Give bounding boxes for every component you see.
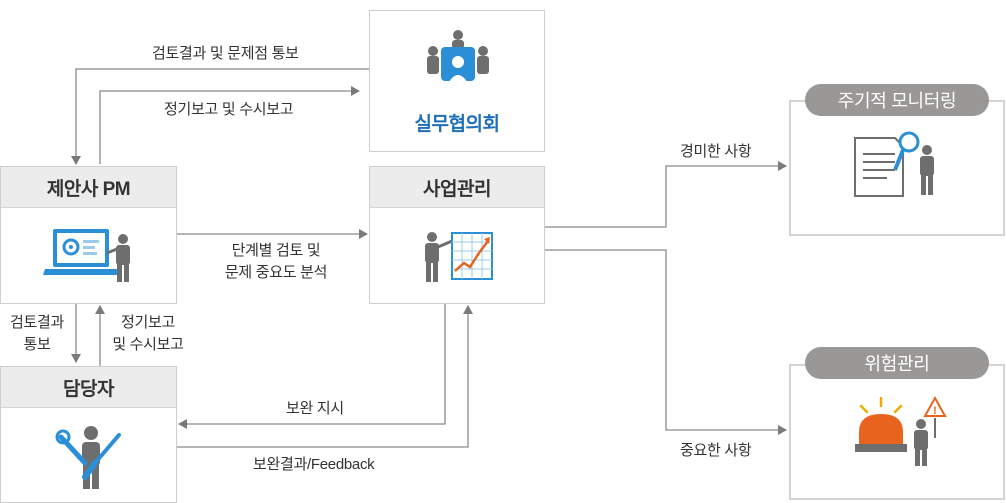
- arrow-business-to-monitoring: [545, 161, 787, 228]
- risk-box: !: [789, 364, 1005, 500]
- business-box: 사업관리: [369, 166, 545, 304]
- label-stage-review-line1: 단계별 검토 및: [231, 242, 321, 259]
- alarm-siren-icon: !: [855, 395, 947, 466]
- monitoring-title: 주기적 모니터링: [805, 84, 989, 116]
- label-regular-line2: 및 수시보고: [112, 336, 184, 353]
- label-stage-review: 단계별 검토 및 문제 중요도 분석: [196, 240, 356, 284]
- label-review-notice: 검토결과 및 문제점 통보: [152, 45, 299, 62]
- presentation-chart-icon: [425, 232, 493, 282]
- worker-tools-icon: [55, 426, 121, 489]
- staff-title: 담당자: [1, 367, 176, 408]
- svg-text:!: !: [933, 405, 937, 417]
- arrow-staff-to-business: [177, 305, 473, 448]
- label-regular-report-top: 정기보고 및 수시보고: [164, 101, 294, 118]
- arrow-meeting-to-pm: [71, 68, 369, 165]
- pm-title: 제안사 PM: [1, 167, 176, 208]
- meeting-table-icon: [427, 30, 489, 85]
- business-title: 사업관리: [370, 167, 544, 208]
- monitoring-box: [789, 100, 1005, 236]
- label-major: 중요한 사항: [680, 442, 752, 459]
- meeting-title: 실무협의회: [414, 114, 500, 135]
- arrow-business-to-staff: [178, 304, 446, 429]
- label-regular-line1: 정기보고: [120, 314, 175, 331]
- label-minor: 경미한 사항: [680, 143, 752, 160]
- label-supplement: 보완 지시: [286, 400, 344, 417]
- label-stage-review-line2: 문제 중요도 분석: [224, 264, 328, 281]
- arrow-pm-to-meeting: [99, 86, 360, 164]
- label-feedback: 보완결과/Feedback: [253, 456, 375, 473]
- meeting-box: 실무협의회: [369, 10, 545, 152]
- document-magnifier-icon: [854, 131, 934, 197]
- arrow-business-to-risk: [545, 249, 787, 435]
- laptop-settings-icon: [43, 229, 130, 282]
- staff-box: 담당자: [0, 366, 177, 503]
- pm-box: 제안사 PM: [0, 166, 177, 304]
- label-review-result-line2: 통보: [23, 336, 51, 353]
- label-regular: 정기보고 및 수시보고: [106, 312, 190, 356]
- label-review-result-line1: 검토결과: [9, 314, 64, 331]
- risk-title: 위험관리: [805, 347, 989, 379]
- label-review-result: 검토결과 통보: [2, 312, 72, 356]
